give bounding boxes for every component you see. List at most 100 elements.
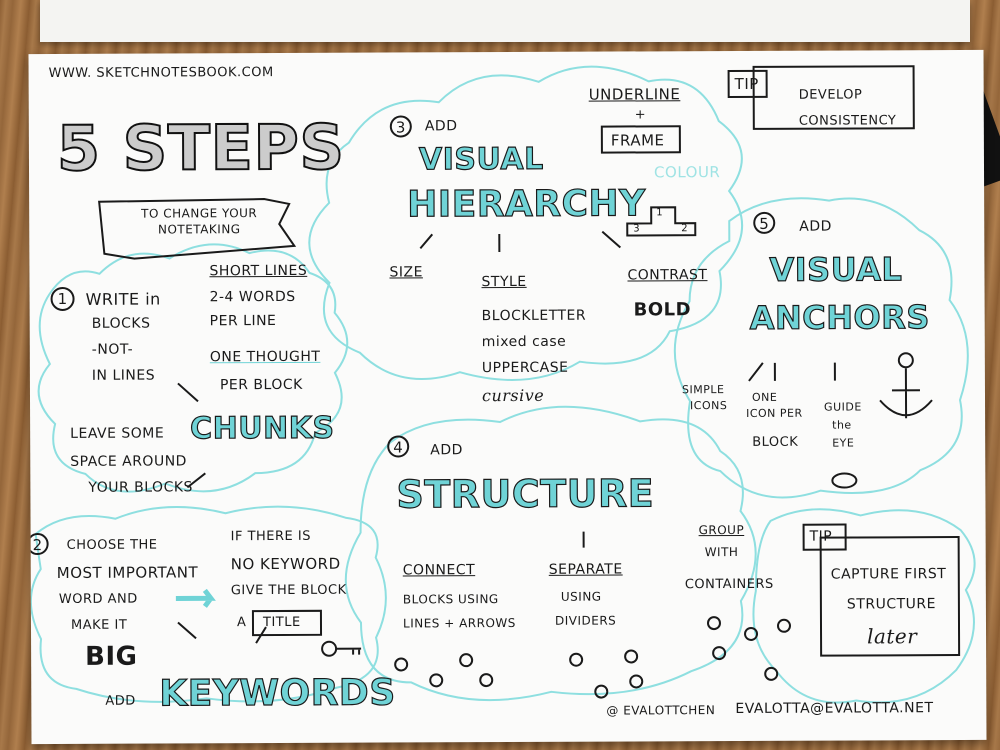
size-word: SIZE [389, 264, 423, 281]
colour-word: COLOUR [653, 163, 721, 182]
structure-word: STRUCTURE [396, 471, 655, 517]
tip2-label: TIP [809, 528, 833, 545]
separate-word: SEPARATE [548, 561, 623, 578]
step1-leave: LEAVE SOME [70, 425, 165, 442]
footer-email: EVALOTTA@EVALOTTA.NET [735, 700, 934, 718]
bold-word: BOLD [633, 299, 692, 321]
group-word: GROUP [698, 522, 745, 538]
separate-desc2: DIVIDERS [554, 613, 617, 628]
cloud-tip2 [752, 508, 976, 704]
step2-add: ADD [105, 693, 136, 709]
anchor-ring [897, 352, 914, 369]
step4-number: 4 [393, 438, 404, 457]
connect-word: CONNECT [402, 562, 476, 579]
tip1-frame [752, 65, 915, 130]
step3-add: ADD [424, 118, 458, 135]
tip2-later: later [866, 624, 918, 649]
banner-text: TO CHANGE YOUR NOTETAKING [141, 206, 258, 237]
paper-behind [40, 0, 970, 42]
step4-number-circle [387, 435, 410, 458]
chunks-word: CHUNKS [189, 410, 335, 447]
eye-word: EYE [832, 436, 855, 450]
with-word: WITH [704, 544, 739, 560]
frame-word: FRAME [610, 131, 665, 150]
arrows [177, 230, 836, 644]
icon-per-word: ICON PER [746, 406, 803, 420]
step5-number: 5 [759, 214, 770, 233]
podium-third: 3 [633, 223, 641, 235]
visual-word: VISUAL [418, 141, 544, 178]
step2-big: BIG [85, 641, 138, 672]
containers-word: CONTAINERS [684, 576, 774, 593]
anchor-shape [879, 368, 933, 419]
separate-desc1: USING [560, 589, 602, 604]
step1-your-blocks: YOUR BLOCKS [88, 479, 193, 496]
simple-word: SIMPLE [681, 383, 725, 397]
step1-number-circle [50, 286, 75, 311]
podium-first: 1 [656, 207, 664, 219]
style-mixed: mixed case [481, 333, 567, 351]
step1-words: 2-4 WORDS [209, 288, 296, 306]
step2-title-word: TITLE [262, 614, 301, 631]
step2-make: MAKE IT [70, 617, 128, 633]
cloud-step1 [37, 243, 349, 493]
key-head [321, 640, 338, 657]
tip2-label-box [802, 523, 847, 551]
frame-box [600, 125, 681, 154]
contrast-word: CONTRAST [627, 267, 708, 284]
step2-if-there: IF THERE IS [230, 528, 311, 545]
step1-per-block: PER BLOCK [219, 376, 303, 394]
style-cursive: cursive [481, 385, 545, 406]
step1-not: -NOT- [91, 341, 134, 358]
step2-choose: CHOOSE THE [66, 537, 158, 553]
step4-add: ADD [430, 442, 463, 459]
step2-give: GIVE THE BLOCK [230, 582, 347, 599]
step3-number: 3 [395, 118, 406, 137]
step1-blocks: BLOCKS [91, 315, 151, 332]
plus-sign: + [634, 107, 647, 123]
step5-add: ADD [799, 218, 832, 235]
eye-icon [831, 472, 858, 489]
site-url: WWW. SKETCHNOTESBOOK.COM [48, 65, 274, 81]
tip1-label-box [727, 69, 768, 99]
cloud-step2 [29, 505, 387, 703]
podium-icon [626, 206, 697, 237]
anchors-word: ANCHORS [749, 298, 931, 338]
tip2-structure: STRUCTURE [846, 596, 937, 613]
step2-most: MOST IMPORTANT [56, 563, 199, 582]
title-box [251, 609, 323, 637]
tip1-label: TIP [734, 74, 759, 94]
underline-word: UNDERLINE [588, 85, 681, 104]
cloud-step3 [308, 65, 744, 381]
step3-number-circle [389, 115, 412, 138]
doodle-layer [28, 65, 976, 704]
one-word: ONE [751, 390, 778, 404]
visual5-word: VISUAL [769, 250, 903, 290]
style-uppercase: UPPERCASE [481, 359, 569, 377]
hierarchy-word: HIERARCHY [406, 183, 646, 226]
key-shaft [336, 647, 362, 655]
step1-heading: WRITE in [85, 289, 161, 309]
style-word: STYLE [481, 273, 527, 291]
tip2-capture: CAPTURE FIRST [830, 566, 947, 583]
icons-word: ICONS [690, 399, 728, 413]
step5-number-circle [753, 211, 776, 234]
keywords-word: KEYWORDS [159, 672, 397, 715]
step1-space: SPACE AROUND [70, 453, 187, 470]
podium-second: 2 [681, 223, 689, 235]
step1-short-lines: SHORT LINES [209, 262, 308, 280]
cyan-arrow [175, 588, 216, 608]
step2-number: 2 [32, 536, 43, 555]
footer-handle: @ EVALOTTCHEN [606, 703, 716, 718]
step2-number-circle [28, 533, 49, 556]
tip2-frame [819, 536, 961, 657]
sketchnote-sheet: WWW. SKETCHNOTESBOOK.COM 5 STEPS TO CHAN… [28, 49, 987, 745]
banner-shape [98, 198, 297, 260]
style-blockletter: BLOCKLETTER [481, 307, 587, 325]
connect-desc1: BLOCKS USING [402, 592, 499, 607]
step2-a: A [236, 615, 247, 631]
step2-word: WORD AND [58, 591, 138, 607]
step1-one-thought: ONE THOUGHT [209, 348, 321, 366]
guide-word: GUIDE [824, 400, 862, 414]
block-word: BLOCK [752, 434, 799, 450]
